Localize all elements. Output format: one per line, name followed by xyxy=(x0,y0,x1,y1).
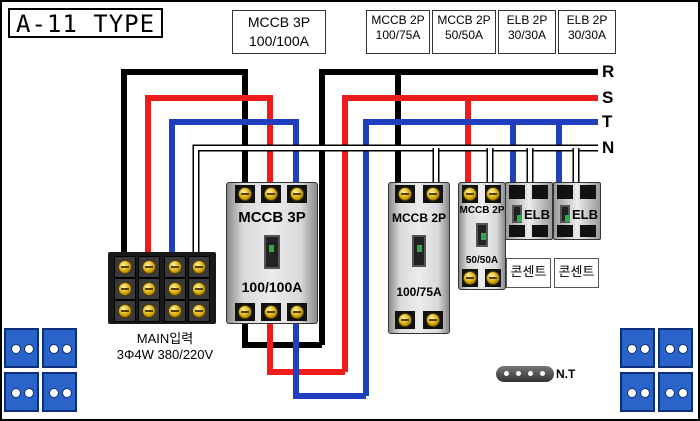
right-terminal-connector xyxy=(620,328,695,416)
elb-2-name: ELB xyxy=(572,207,598,222)
bus-s xyxy=(145,95,273,262)
bus-n xyxy=(194,146,598,262)
bus-label-t: T xyxy=(602,112,613,131)
bus-r-right xyxy=(319,69,598,345)
bus-r xyxy=(121,69,248,262)
out-t xyxy=(293,318,366,399)
out-s xyxy=(267,318,345,375)
left-terminal-connector xyxy=(4,328,79,416)
mccb-3p-handle[interactable] xyxy=(264,235,280,269)
outlet-label-2: 콘센트 xyxy=(554,258,599,288)
elb-1-name: ELB xyxy=(524,207,550,222)
bus-label-r: R xyxy=(602,62,615,81)
panel-type-title: A-11 TYPE xyxy=(8,8,163,38)
elb-1-handle[interactable] xyxy=(512,205,522,223)
bus-t-right xyxy=(363,119,598,396)
main-input-terminal-block xyxy=(108,252,216,324)
bus-label-s: S xyxy=(602,88,614,107)
mccb-2p-b-name: MCCB 2P xyxy=(459,205,505,216)
elb-1-breaker: ELB xyxy=(505,182,553,240)
mccb-2p-a-rating: 100/75A xyxy=(396,285,442,299)
mccb-2p-b-breaker: MCCB 2P 50/50A xyxy=(458,182,506,290)
mccb-3p-breaker: MCCB 3P 100/100A xyxy=(226,182,318,324)
neutral-terminal-bar xyxy=(496,366,554,382)
mccb-2p-a-handle[interactable] xyxy=(412,235,426,267)
elb-2-breaker: ELB xyxy=(553,182,601,240)
neutral-terminal-label: N.T xyxy=(556,367,576,381)
mccb-2p-a-breaker: MCCB 2P 100/75A xyxy=(388,182,450,334)
mccb-2p-b-handle[interactable] xyxy=(476,223,488,247)
outlet-label-1: 콘센트 xyxy=(506,258,551,288)
elb-2-handle[interactable] xyxy=(560,205,570,223)
mccb-3p-name: MCCB 3P xyxy=(238,209,306,226)
mccb-2p-a-name: MCCB 2P xyxy=(391,211,446,225)
mccb-3p-rating: 100/100A xyxy=(241,279,303,295)
main-input-label: MAIN입력 3Φ4W 380/220V xyxy=(116,331,214,362)
mccb-2p-b-rating: 50/50A xyxy=(465,255,499,266)
bus-label-n: N xyxy=(602,138,615,157)
bus-t xyxy=(169,119,299,262)
bus-s-right xyxy=(342,95,598,372)
